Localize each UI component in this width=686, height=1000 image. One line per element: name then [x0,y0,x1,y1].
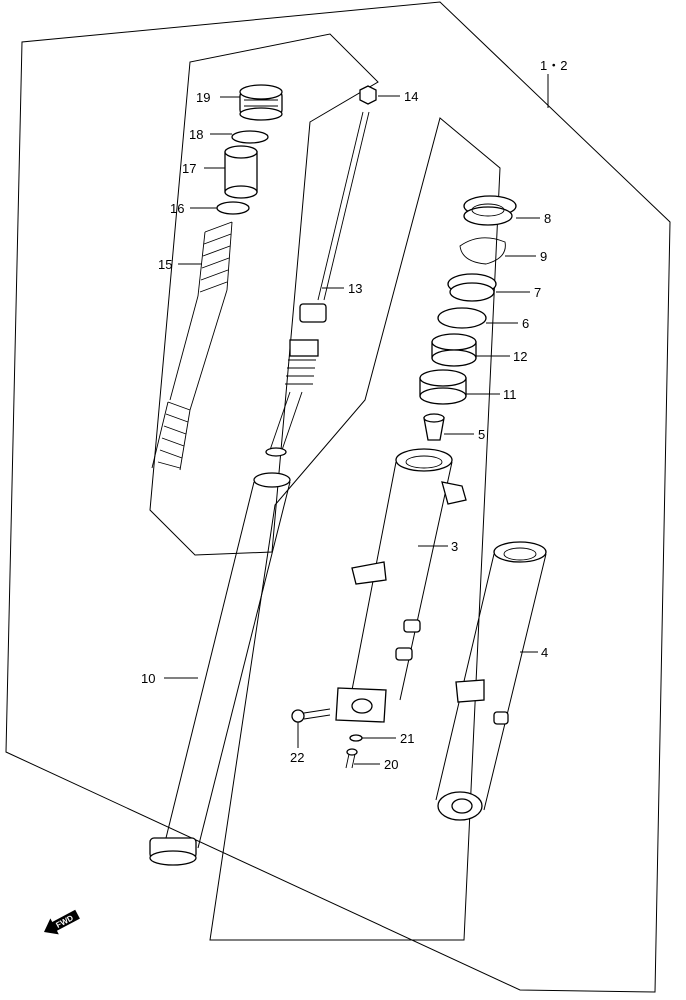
label-8: 8 [544,211,551,226]
guide-metal-part [431,333,477,367]
slide-metal-part [419,369,467,405]
assembly-boundary [5,1,671,993]
o-ring-part [231,130,269,144]
label-18: 18 [189,127,203,142]
spacer-part [224,145,258,199]
label-6: 6 [522,316,529,331]
label-9: 9 [540,249,547,264]
spring-group-boundary [149,33,379,556]
oil-seal-part [447,273,497,302]
stopper-ring-part [459,237,506,265]
damper-bolt-part [345,748,358,769]
outer-tube-right-part [435,541,547,821]
label-11: 11 [503,387,517,402]
outer-tube-group-boundary [209,117,501,941]
damper-rod-part [265,111,370,457]
label-5: 5 [478,427,485,442]
label-22: 22 [290,750,304,765]
label-10: 10 [141,671,155,686]
label-16: 16 [170,201,184,216]
oil-lock-piece-part [423,413,445,441]
label-1-2: 1・2 [540,58,567,73]
axle-bolt-part [291,708,331,723]
label-14: 14 [404,89,418,104]
label-21: 21 [400,731,414,746]
washer-part [216,201,250,215]
retainer-part [437,307,487,329]
label-13: 13 [348,281,362,296]
label-19: 19 [196,90,210,105]
label-7: 7 [534,285,541,300]
inner-tube-part [149,472,291,866]
leader-lines [164,74,549,765]
gasket-part [349,734,363,742]
label-15: 15 [158,257,172,272]
label-4: 4 [541,645,548,660]
label-17: 17 [182,161,196,176]
label-12: 12 [513,349,527,364]
fwd-arrow-icon: FWD [44,909,80,935]
dust-seal-part [463,195,517,226]
label-3: 3 [451,539,458,554]
outer-tube-left-part [335,448,467,723]
lock-nut-part [359,85,377,105]
label-20: 20 [384,757,398,772]
cap-bolt-part [239,84,283,121]
